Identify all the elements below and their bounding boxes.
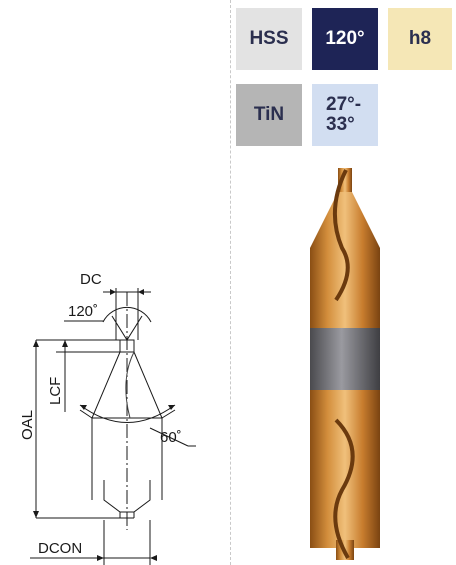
- tolerance-label: h8: [408, 28, 432, 49]
- helix-angle-badge: 27°- 33°: [312, 84, 378, 146]
- oal-label: OAL: [19, 410, 36, 440]
- angle-60-label: 60˚: [160, 429, 182, 446]
- coating-label: TiN: [253, 104, 285, 125]
- helix-angle-line2: 33°: [326, 114, 355, 135]
- helix-angle-line1: 27°-: [326, 94, 362, 115]
- material-label: HSS: [249, 28, 289, 49]
- panel-divider: [230, 0, 231, 565]
- point-angle-label: 120°: [325, 28, 365, 49]
- tolerance-badge: h8: [388, 8, 452, 70]
- material-badge: HSS: [236, 8, 302, 70]
- dc-label: DC: [80, 271, 102, 288]
- technical-drawing: DC 120˚ 60˚ DCON LCF OAL: [19, 271, 196, 565]
- center-drill-photo: [310, 168, 380, 560]
- point-angle-badge: 120°: [312, 8, 378, 70]
- dcon-label: DCON: [38, 540, 82, 557]
- angle-120-label: 120˚: [68, 303, 98, 320]
- coating-badge: TiN: [236, 84, 302, 146]
- lcf-label: LCF: [47, 377, 64, 405]
